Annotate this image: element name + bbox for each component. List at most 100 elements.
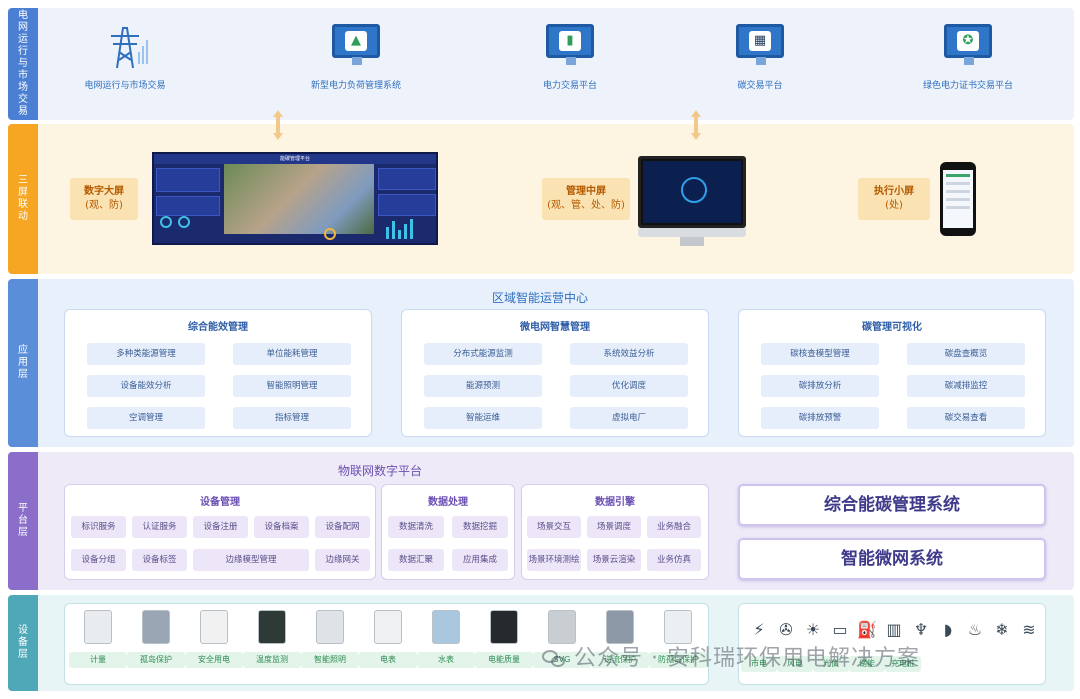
- platform-function-chip: 应用集成: [452, 549, 508, 571]
- transmission-tower-icon: [99, 24, 151, 70]
- platform-function-chip: 场景云渲染: [587, 549, 641, 571]
- monitor-chart-icon: ▲: [330, 24, 382, 70]
- device-label: 电表: [359, 652, 417, 668]
- device-item: 逆流保护: [591, 610, 649, 668]
- double-arrow-icon: [273, 110, 283, 140]
- tower-icon: ⚡: [753, 620, 765, 639]
- device-image: [258, 610, 286, 644]
- layer-label-char: 交: [18, 94, 28, 105]
- device-label: 安全用电: [185, 652, 243, 668]
- layer-label-char: 用: [18, 357, 28, 368]
- system-carbon-management: 综合能碳管理系统: [738, 484, 1046, 526]
- platform-function-chip: 设备注册: [193, 516, 248, 538]
- device-label: 温度监测: [243, 652, 301, 668]
- mobile-phone-image: [940, 162, 976, 236]
- snowflake-icon: ❄: [995, 620, 1009, 639]
- device-item: 水表: [417, 610, 475, 668]
- app-function-chip: 碳排放预警: [761, 407, 879, 429]
- energy-label: 风电: [777, 656, 813, 672]
- platform-function-chip: 设备标签: [132, 549, 187, 571]
- device-image: [606, 610, 634, 644]
- app-group-box: 碳管理可视化碳核查模型管理碳盘查概览碳排放分析碳减排监控碳排放预警碳交易查看: [738, 309, 1046, 437]
- platform-function-chip: 边缘网关: [315, 549, 370, 571]
- wind-turbine-icon: ✇: [779, 620, 793, 639]
- app-function-chip: 碳盘查概览: [907, 343, 1025, 365]
- app-function-chip: 智能运维: [424, 407, 542, 429]
- small-screen-title: 执行小屏: [874, 186, 914, 197]
- grid-item-label: 新型电力负荷管理系统: [310, 81, 401, 91]
- watermark: 公众号 · 安科瑞环保用电解决方案: [542, 640, 920, 672]
- app-function-chip: 系统效益分析: [570, 343, 688, 365]
- layer-label-char: 行: [18, 46, 28, 57]
- device-image: [490, 610, 518, 644]
- energy-label: 市电: [741, 656, 777, 672]
- grid-item-label: 电网运行与市场交易: [84, 81, 166, 91]
- big-screen-title: 数字大屏: [84, 186, 124, 197]
- device-label: 计量: [69, 652, 127, 668]
- platform-function-chip: 认证服务: [132, 516, 187, 538]
- app-group-box: 微电网智慧管理分布式能源监测系统效益分析能源预测优化调度智能运维虚拟电厂: [401, 309, 709, 437]
- energy-label: 光伏: [813, 656, 849, 672]
- grid-item-power-trading: ▮ 电力交易平台: [500, 24, 640, 91]
- data-engine-title: 数据引擎: [595, 497, 635, 508]
- small-screen-subtitle: (处): [885, 200, 903, 211]
- layer-label-char: 设: [18, 625, 28, 636]
- layer-label-platform: 平台层: [8, 452, 38, 590]
- layer-label-char: 动: [18, 211, 28, 222]
- grid-item-green-certificate: ✪ 绿色电力证书交易平台: [898, 24, 1038, 91]
- platform-function-chip: 场景交互: [527, 516, 581, 538]
- app-function-chip: 智能照明管理: [233, 375, 351, 397]
- device-image: [316, 610, 344, 644]
- energy-label: 储能: [849, 656, 885, 672]
- watermark-text: 公众号 · 安科瑞环保用电解决方案: [574, 646, 920, 671]
- monitor-factory-icon: ▦: [734, 24, 786, 70]
- platform-function-chip: 设备分组: [71, 549, 126, 571]
- app-function-chip: 碳排放分析: [761, 375, 879, 397]
- platform-function-chip: 数据挖掘: [452, 516, 508, 538]
- device-item: 电表: [359, 610, 417, 668]
- mid-screen-title: 管理中屏: [566, 186, 606, 197]
- platform-function-chip: 设备档案: [254, 516, 309, 538]
- device-label: 智能照明: [301, 652, 359, 668]
- device-image: [374, 610, 402, 644]
- app-function-chip: 碳核查模型管理: [761, 343, 879, 365]
- platform-function-chip: 边缘模型管理: [193, 549, 309, 571]
- gas-flame-icon: ♨: [967, 620, 983, 639]
- grid-item-carbon-trading: ▦ 碳交易平台: [690, 24, 830, 91]
- app-function-chip: 单位能耗管理: [233, 343, 351, 365]
- device-label: 水表: [417, 652, 475, 668]
- app-group-box: 综合能效管理多种类能源管理单位能耗管理设备能效分析智能照明管理空调管理指标管理: [64, 309, 372, 437]
- big-screen-label: 数字大屏 (观、防): [70, 178, 138, 220]
- device-item: 温度监测: [243, 610, 301, 668]
- device-item: 电能质量: [475, 610, 533, 668]
- layer-label-char: 网: [18, 22, 28, 33]
- layer-label-screens: 三屏联动: [8, 124, 38, 274]
- device-image: [664, 610, 692, 644]
- layer-label-char: 运: [18, 34, 28, 45]
- platform-function-chip: 数据汇聚: [388, 549, 444, 571]
- device-mgmt-title: 设备管理: [200, 497, 240, 508]
- app-group-title: 微电网智慧管理: [520, 322, 590, 333]
- app-function-chip: 空调管理: [87, 407, 205, 429]
- layer-label-char: 层: [18, 369, 28, 380]
- platform-function-chip: 场景调度: [587, 516, 641, 538]
- layer-label-char: 市: [18, 70, 28, 81]
- layer-label-char: 易: [18, 106, 28, 117]
- layer-label-char: 联: [18, 199, 28, 210]
- app-group-title: 综合能效管理: [188, 322, 248, 333]
- layer-label-char: 应: [18, 345, 28, 356]
- system-microgrid: 智能微网系统: [738, 538, 1046, 580]
- monitor-battery-icon: ▮: [544, 24, 596, 70]
- device-label: 防孤岛保护: [649, 652, 707, 668]
- app-function-chip: 设备能效分析: [87, 375, 205, 397]
- platform-function-chip: 标识服务: [71, 516, 126, 538]
- energy-label: 充电桩: [885, 656, 921, 672]
- device-image: [84, 610, 112, 644]
- device-item: 防孤岛保护: [649, 610, 707, 668]
- device-item: 智能照明: [301, 610, 359, 668]
- device-item: 计量: [69, 610, 127, 668]
- platform-function-chip: 场景环境测绘: [527, 549, 581, 571]
- small-screen-label: 执行小屏 (处): [858, 178, 930, 220]
- app-function-chip: 碳交易查看: [907, 407, 1025, 429]
- layer-label-char: 备: [18, 637, 28, 648]
